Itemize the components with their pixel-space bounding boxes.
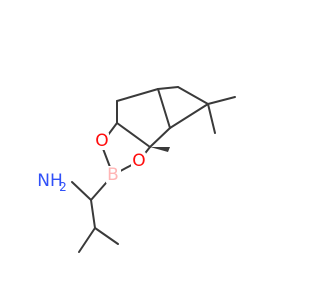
- bond-c2-c7: [177, 86, 209, 105]
- amine-label: NH: [37, 171, 63, 191]
- bond-ch-me1: [78, 227, 96, 253]
- atom-o1: O: [94, 131, 109, 151]
- bond-c1-c3: [149, 127, 171, 148]
- bond-c7-me2: [207, 103, 216, 134]
- bond-c6-c3: [157, 88, 171, 129]
- bond-lines: [71, 86, 236, 253]
- bond-c-ch: [90, 199, 96, 229]
- atom-b: B: [106, 165, 121, 185]
- bond-c7-me1: [207, 96, 236, 105]
- bond-c6-c2: [157, 86, 179, 90]
- molecule-structure: O O B NH 2: [37, 86, 236, 253]
- bond-c4-c1: [116, 122, 151, 148]
- oxygen-label: O: [95, 131, 108, 151]
- oxygen-label: O: [132, 151, 145, 171]
- bond-c-n: [71, 181, 92, 201]
- bond-c7-c3: [169, 103, 209, 129]
- wedge-bond-c1-methyl: [150, 147, 170, 152]
- bond-c5-c6: [116, 88, 159, 102]
- boron-label: B: [107, 165, 119, 185]
- atom-o2: O: [131, 151, 146, 171]
- bond-ch-me2: [94, 227, 119, 245]
- atom-n: NH 2: [37, 171, 70, 194]
- amine-subscript: 2: [59, 180, 67, 194]
